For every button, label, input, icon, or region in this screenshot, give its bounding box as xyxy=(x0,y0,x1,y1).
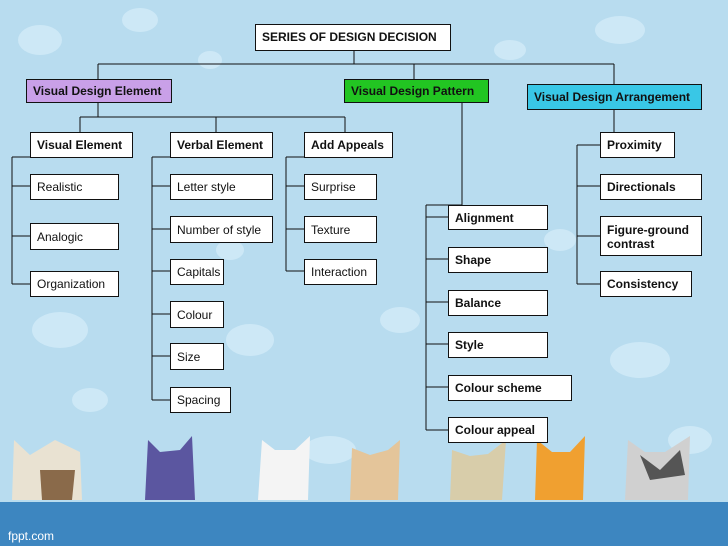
add-appeals-header: Add Appeals xyxy=(304,132,393,158)
verbal-element-item-number-of-style: Number of style xyxy=(170,216,273,243)
verbal-element-item-spacing: Spacing xyxy=(170,387,231,413)
category-visual-design-arrangement: Visual Design Arrangement xyxy=(527,84,702,110)
add-appeals-item-interaction: Interaction xyxy=(304,259,377,285)
visual-element-item-organization: Organization xyxy=(30,271,119,297)
paw-pattern xyxy=(18,8,712,464)
visual-element-item-analogic: Analogic xyxy=(30,223,119,250)
arrangement-item-consistency: Consistency xyxy=(600,271,692,297)
arrangement-item-proximity: Proximity xyxy=(600,132,675,158)
verbal-element-item-letter-style: Letter style xyxy=(170,174,273,200)
cats-illustration xyxy=(12,436,690,500)
pattern-item-colour-scheme: Colour scheme xyxy=(448,375,572,401)
arrangement-item-directionals: Directionals xyxy=(600,174,702,200)
add-appeals-item-texture: Texture xyxy=(304,216,377,243)
verbal-element-item-colour: Colour xyxy=(170,301,224,328)
pattern-item-style: Style xyxy=(448,332,548,358)
pattern-item-shape: Shape xyxy=(448,247,548,273)
add-appeals-item-surprise: Surprise xyxy=(304,174,377,200)
pattern-item-balance: Balance xyxy=(448,290,548,316)
category-visual-design-element: Visual Design Element xyxy=(26,79,172,103)
visual-element-item-realistic: Realistic xyxy=(30,174,119,200)
pattern-item-colour-appeal: Colour appeal xyxy=(448,417,548,443)
footer-brand: fppt.com xyxy=(8,529,55,543)
verbal-element-header: Verbal Element xyxy=(170,132,273,158)
visual-element-header: Visual Element xyxy=(30,132,133,158)
verbal-element-item-size: Size xyxy=(170,343,224,370)
diagram-title: SERIES OF DESIGN DECISION xyxy=(255,24,451,51)
category-visual-design-pattern: Visual Design Pattern xyxy=(344,79,489,103)
footer-bar xyxy=(0,502,728,546)
pattern-item-alignment: Alignment xyxy=(448,205,548,230)
verbal-element-item-capitals: Capitals xyxy=(170,259,224,285)
arrangement-item-figure-ground-contrast: Figure-ground contrast xyxy=(600,216,702,256)
